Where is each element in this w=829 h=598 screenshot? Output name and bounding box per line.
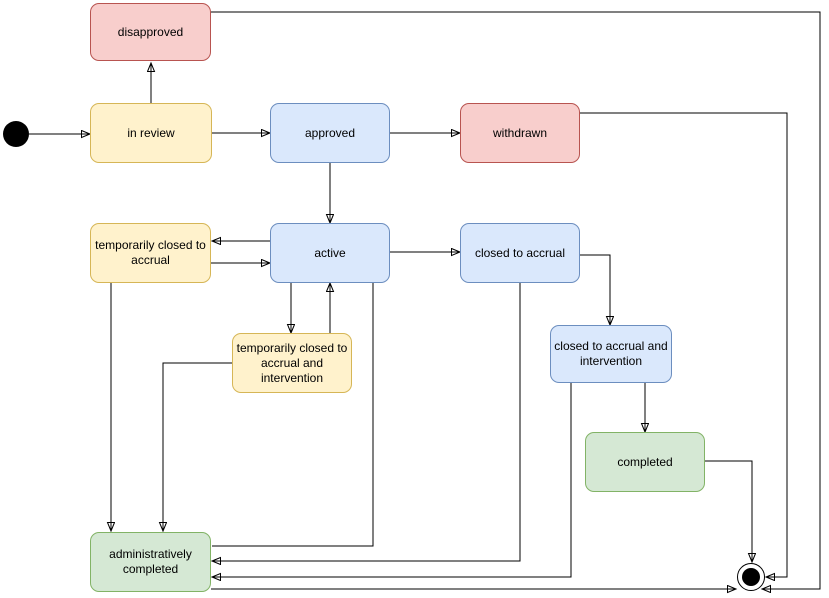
state-closed-to-accrual-and-intervention-label: closed to accrual and intervention (554, 339, 668, 368)
edge-withdrawn-to-end (580, 112, 788, 577)
state-temporarily-closed-to-accrual-and-intervention: temporarily closed to accrual and interv… (232, 333, 352, 393)
state-approved-label: approved (304, 125, 356, 140)
state-approved: approved (270, 103, 390, 163)
state-administratively-completed-label: administratively completed (109, 547, 192, 576)
state-in-review: in review (90, 103, 212, 163)
edge-closed-to-accrual-and-intervention-to-administratively-completed (212, 383, 572, 577)
edge-closed-to-accrual-to-closed-to-accrual-and-intervention (580, 254, 610, 325)
state-withdrawn: withdrawn (460, 103, 580, 163)
state-temporarily-closed-to-accrual: temporarily closed to accrual (90, 223, 211, 283)
edge-disapproved-to-end (211, 11, 821, 589)
state-closed-to-accrual: closed to accrual (460, 223, 580, 283)
state-disapproved-label: disapproved (117, 24, 184, 39)
state-completed-label: completed (617, 454, 673, 469)
edge-active-to-administratively-completed (212, 283, 374, 547)
state-completed: completed (585, 432, 705, 492)
state-active-label: active (314, 245, 346, 260)
state-closed-to-accrual-label: closed to accrual (474, 245, 566, 260)
final-state-node (737, 563, 765, 591)
edge-closed-to-accrual-to-administratively-completed (212, 283, 521, 561)
final-state-inner-dot (742, 568, 760, 586)
state-administratively-completed: administratively completed (90, 532, 211, 592)
state-disapproved: disapproved (90, 3, 211, 61)
edge-temporarily-closed-to-accrual-and-intervention-to-administratively-completed-left (163, 362, 232, 531)
state-in-review-label: in review (127, 125, 175, 140)
state-active: active (270, 223, 390, 283)
state-temporarily-closed-to-accrual-and-intervention-label: temporarily closed to accrual and interv… (236, 340, 348, 385)
initial-state-node (3, 121, 29, 147)
edge-completed-to-end (705, 460, 752, 562)
state-temporarily-closed-to-accrual-label: temporarily closed to accrual (95, 238, 206, 267)
state-closed-to-accrual-and-intervention: closed to accrual and intervention (550, 325, 672, 383)
state-withdrawn-label: withdrawn (492, 125, 548, 140)
